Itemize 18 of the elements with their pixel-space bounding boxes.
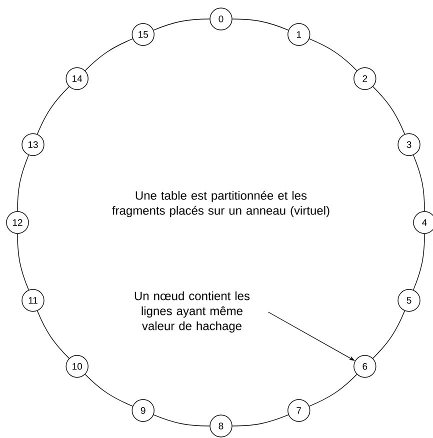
ring-arc: [17, 154, 29, 212]
ring-arc: [413, 154, 425, 212]
ring-arc: [84, 38, 133, 71]
ring-arc: [372, 310, 406, 359]
ring-arc: [36, 310, 70, 359]
ring-arc: [309, 38, 358, 71]
ring-arc: [36, 86, 70, 134]
ring-arc: [413, 234, 425, 290]
ring-arc: [17, 234, 29, 290]
center-text: Une table est partitionnée et les fragments placés sur un anneau (virtuel): [112, 190, 330, 218]
ring-arc: [153, 414, 210, 426]
ring-arc: [232, 414, 289, 426]
annotation-text: Un nœud contient les lignes ayant même valeur de hachage: [134, 291, 250, 333]
ring-arc: [309, 374, 358, 407]
ring-arc: [153, 18, 210, 30]
ring-arc: [84, 374, 133, 407]
ring-arc: [232, 18, 289, 30]
ring-arc: [372, 86, 406, 134]
